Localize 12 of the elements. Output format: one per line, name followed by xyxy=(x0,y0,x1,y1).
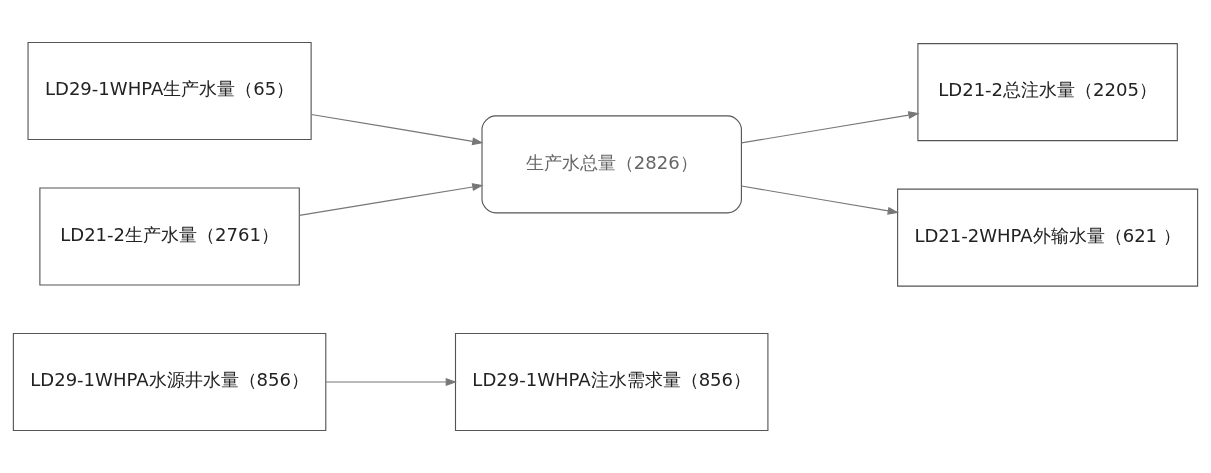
node-box: LD29-1WHPA注水需求量（856） xyxy=(454,332,769,432)
node-box: LD21-2总注水量（2205） xyxy=(917,43,1178,142)
arrow xyxy=(298,183,484,216)
arrow xyxy=(740,185,899,215)
arrow xyxy=(325,378,457,386)
node-box: LD29-1WHPA生产水量（65） xyxy=(27,41,312,141)
node-box: LD21-2生产水量（2761） xyxy=(39,187,300,286)
node-box: LD21-2WHPA外输水量（621 ） xyxy=(897,188,1199,287)
arrow xyxy=(740,111,920,144)
node-box: LD29-1WHPA水源井水量（856） xyxy=(12,332,327,432)
node-box: 生产水总量（2826） xyxy=(481,115,742,214)
arrow xyxy=(310,113,484,146)
